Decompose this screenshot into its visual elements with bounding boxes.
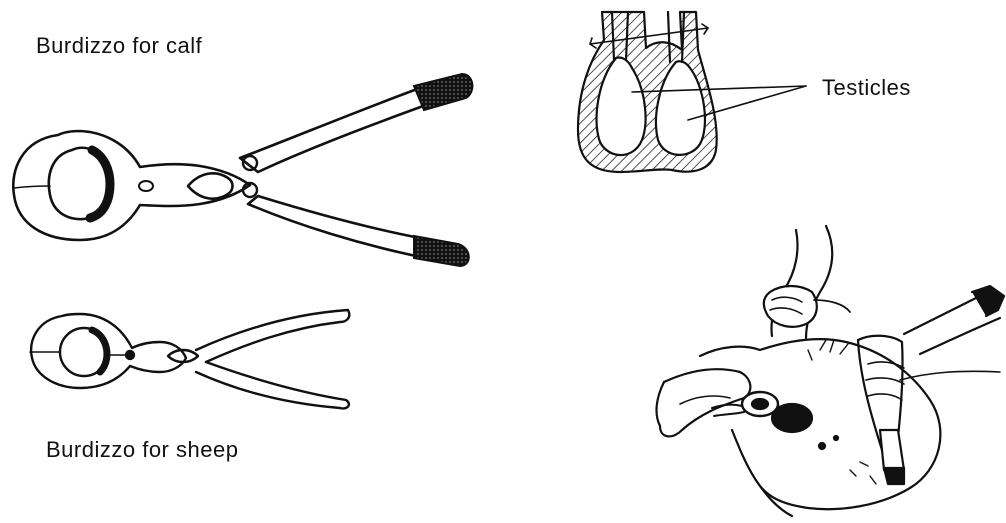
burdizzo-sheep-label: Burdizzo for sheep bbox=[46, 437, 238, 463]
scrotum-cross-section-icon bbox=[578, 12, 806, 172]
burdizzo-calf-label: Burdizzo for calf bbox=[36, 33, 202, 59]
burdizzo-sheep-icon bbox=[30, 310, 349, 408]
testicles-label: Testicles bbox=[822, 75, 911, 101]
burdizzo-calf-icon bbox=[13, 88, 426, 256]
calf-lower-grip bbox=[414, 236, 469, 266]
castration-procedure-illustration bbox=[657, 226, 1004, 516]
calf-upper-grip bbox=[414, 74, 472, 110]
